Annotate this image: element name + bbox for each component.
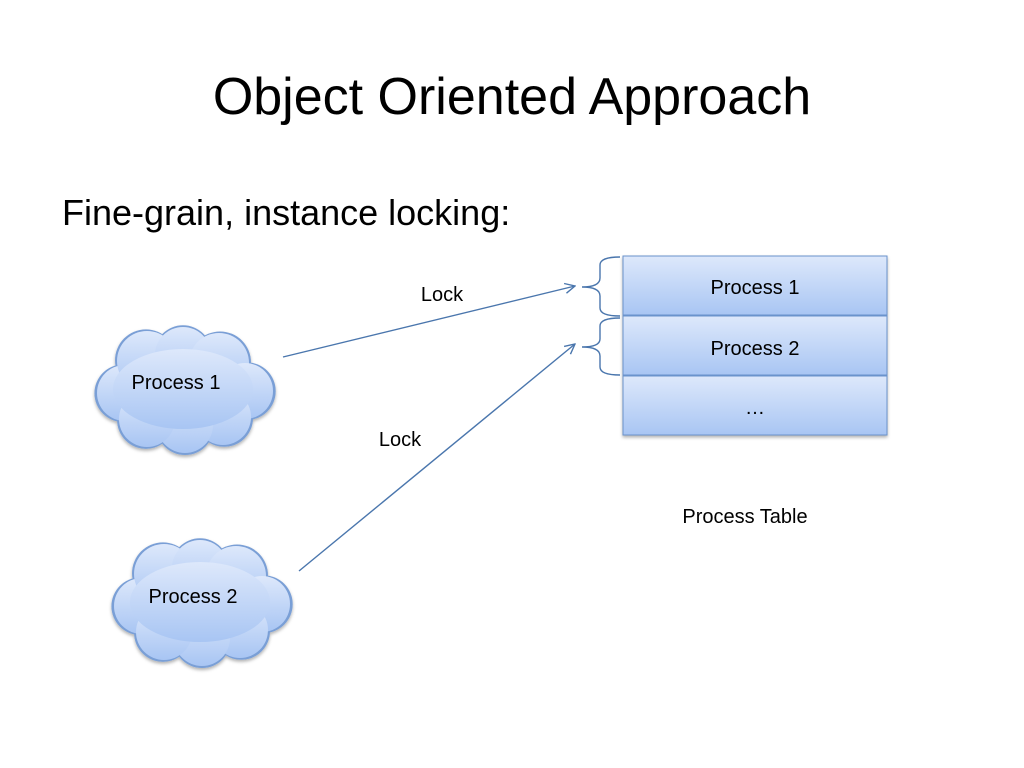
- table-row-label: …: [745, 397, 765, 419]
- process-table: [622, 255, 888, 436]
- brace-row-1: [581, 256, 621, 317]
- table-row-label: Process 2: [711, 338, 800, 360]
- lock-label-2: Lock: [379, 429, 422, 451]
- brace-row-2: [581, 317, 621, 376]
- lock-arrow-2: [298, 344, 575, 572]
- table-caption: Process Table: [682, 506, 807, 528]
- lock-label-1: Lock: [421, 284, 464, 306]
- slide-title: Object Oriented Approach: [212, 68, 812, 126]
- table-row: [622, 315, 888, 376]
- cloud-label-process-2: Process 2: [149, 586, 238, 608]
- lock-arrow-1: [282, 286, 575, 358]
- table-row: [622, 255, 888, 316]
- table-row-label: Process 1: [711, 277, 800, 299]
- slide-subtitle: Fine-grain, instance locking:: [62, 192, 511, 233]
- cloud-label-process-1: Process 1: [132, 372, 221, 394]
- table-row: [622, 375, 888, 436]
